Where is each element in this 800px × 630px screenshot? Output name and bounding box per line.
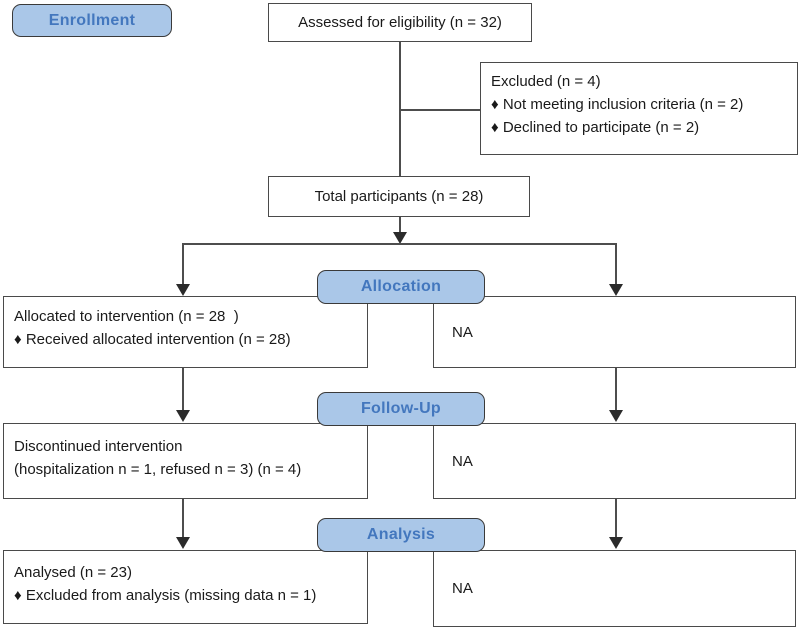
- stage-badge-analysis: Analysis: [317, 518, 485, 552]
- discontinued-line: (hospitalization n = 1, refused n = 3) (…: [14, 461, 302, 478]
- assessed-box: Assessed for eligibility (n = 32): [268, 3, 532, 42]
- connector-total-to-branch: [399, 217, 401, 235]
- arrowhead-allocation-right: [609, 284, 623, 296]
- discontinued-line: Discontinued intervention: [14, 438, 183, 455]
- followup-na-text: NA: [452, 452, 473, 470]
- analysed-box: Analysed (n = 23) ♦ Excluded from analys…: [3, 550, 368, 624]
- analysis-na-text: NA: [452, 580, 473, 597]
- arrowhead-analysis-right: [609, 537, 623, 549]
- allocation-na-box: NA: [433, 296, 796, 368]
- connector-branch-right: [615, 243, 617, 285]
- assessed-text: Assessed for eligibility (n = 32): [298, 14, 502, 31]
- allocated-line: ♦ Received allocated intervention (n = 2…: [14, 331, 291, 348]
- connector-branch-left: [182, 243, 184, 285]
- stage-label-followup: Follow-Up: [360, 400, 441, 417]
- connector-followup-to-analysis-left: [182, 498, 184, 538]
- excluded-item: ♦ Not meeting inclusion criteria (n = 2): [491, 96, 744, 113]
- connector-followup-to-analysis-right: [615, 498, 617, 538]
- analysis-na-box: NA: [433, 550, 796, 627]
- excluded-item: ♦ Declined to participate (n = 2): [491, 119, 700, 136]
- arrowhead-analysis-left: [176, 537, 190, 549]
- stage-badge-enrollment: Enrollment: [12, 4, 172, 37]
- stage-badge-followup: Follow-Up: [317, 392, 485, 426]
- analysed-line: Analysed (n = 23): [14, 564, 132, 581]
- allocated-box: Allocated to intervention (n = 28 ) ♦ Re…: [3, 296, 368, 368]
- total-participants-box: Total participants (n = 28): [268, 176, 530, 217]
- stage-label-allocation: Allocation: [360, 278, 442, 295]
- allocation-na-text: NA: [452, 323, 473, 341]
- connector-alloc-to-followup-right: [615, 367, 617, 411]
- followup-na-box: NA: [433, 423, 796, 499]
- discontinued-box: Discontinued intervention (hospitalizati…: [3, 423, 368, 499]
- total-participants-text: Total participants (n = 28): [314, 188, 484, 205]
- connector-to-excluded: [400, 109, 481, 111]
- branch-line-allocation: [182, 243, 617, 245]
- excluded-box: Excluded (n = 4) ♦ Not meeting inclusion…: [480, 62, 798, 155]
- allocated-line: Allocated to intervention (n = 28 ): [14, 308, 239, 325]
- connector-alloc-to-followup-left: [182, 367, 184, 411]
- stage-badge-allocation: Allocation: [317, 270, 485, 304]
- analysed-line: ♦ Excluded from analysis (missing data n…: [14, 587, 317, 604]
- stage-label-enrollment: Enrollment: [48, 11, 136, 29]
- arrowhead-followup-right: [609, 410, 623, 422]
- stage-label-analysis: Analysis: [366, 526, 436, 543]
- arrowhead-followup-left: [176, 410, 190, 422]
- excluded-title: Excluded (n = 4): [491, 73, 601, 90]
- arrowhead-total: [393, 232, 407, 244]
- arrowhead-allocation-left: [176, 284, 190, 296]
